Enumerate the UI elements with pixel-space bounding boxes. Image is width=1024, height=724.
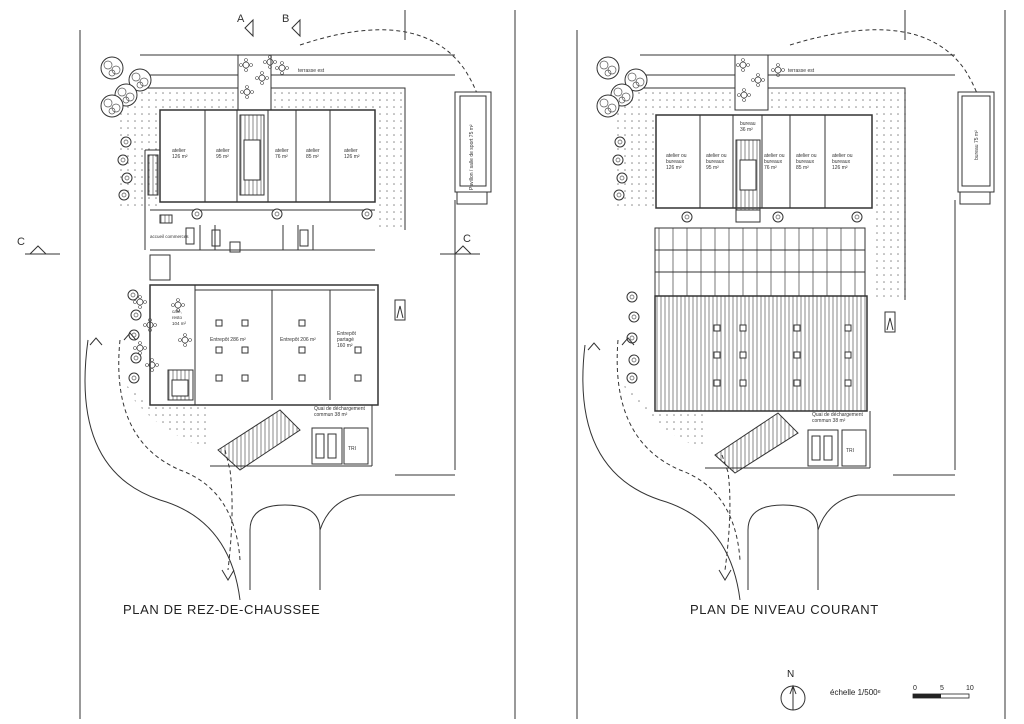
unit-label: bureaux — [764, 159, 783, 165]
unit-label: bureaux — [706, 159, 725, 165]
unit-label: atelier — [344, 148, 358, 154]
plan-title-typical: PLAN DE NIVEAU COURANT — [690, 602, 879, 617]
tri-label: TRI — [846, 448, 854, 454]
unit-area: 85 m² — [306, 154, 319, 160]
typical-floor-plan — [576, 10, 1006, 719]
section-c-label-left: C — [17, 236, 25, 248]
bureau-label: bureau — [740, 121, 756, 127]
unit-label: atelier — [172, 148, 186, 154]
unit-area: 126 m² — [666, 165, 682, 171]
section-c-label-right: C — [463, 233, 471, 245]
tri-label: TRI — [348, 446, 356, 452]
warehouse-label: Entrepôt 206 m² — [280, 337, 316, 343]
unit-area: 95 m² — [706, 165, 719, 171]
unit-area: 126 m² — [172, 154, 188, 160]
terrace-label: terrasse est — [788, 68, 815, 74]
section-b-label: B — [282, 13, 289, 25]
unit-label: atelier — [306, 148, 320, 154]
unit-label: atelier ou — [796, 153, 817, 159]
unit-area: 76 m² — [764, 165, 777, 171]
unit-area: 126 m² — [832, 165, 848, 171]
unit-label: bureaux — [832, 159, 851, 165]
terrace-label: terrasse est — [298, 68, 325, 74]
north-arrow-icon — [780, 684, 806, 711]
unit-area: 126 m² — [344, 154, 360, 160]
unit-label: atelier ou — [764, 153, 785, 159]
unit-label: atelier ou — [832, 153, 853, 159]
dock-label-2: commun 38 m² — [812, 418, 846, 424]
unit-area: 76 m² — [275, 154, 288, 160]
plan-title-ground: PLAN DE REZ-DE-CHAUSSEE — [123, 602, 321, 617]
unit-area: 85 m² — [796, 165, 809, 171]
warehouse-label: Entrepôt — [337, 331, 357, 337]
dock-label-1: Quai de déchargement — [314, 406, 365, 412]
section-a-label: A — [237, 13, 245, 25]
cafe-label-1: café, — [172, 309, 182, 314]
unit-label: bureaux — [796, 159, 815, 165]
left-plan-labels: A B C C terrasse est Pavillon / salle de… — [17, 13, 475, 452]
warehouse-area: 160 m² — [337, 343, 353, 349]
scale-tick: 5 — [940, 685, 944, 692]
cafe-label-2: resto — [172, 315, 183, 320]
unit-label: atelier ou — [706, 153, 727, 159]
scale-label: échelle 1/500ᵉ — [830, 688, 881, 697]
scale-tick: 0 — [913, 685, 917, 692]
ground-floor-plan — [25, 10, 516, 719]
right-plan-labels: terrasse est bureau 75 m² bureau 36 m² a… — [666, 68, 980, 454]
access-label: accueil commerces — [150, 234, 189, 239]
scale-bar — [912, 693, 970, 699]
warehouse-label: Entrepôt 286 m² — [210, 337, 246, 343]
unit-label: atelier ou — [666, 153, 687, 159]
unit-label: atelier — [275, 148, 289, 154]
bureau-area: 36 m² — [740, 127, 753, 133]
unit-label: bureaux — [666, 159, 685, 165]
cafe-label-3: 104 m² — [172, 321, 187, 326]
north-label: N — [787, 669, 795, 680]
dock-label-2: commun 38 m² — [314, 412, 348, 418]
dock-label-1: Quai de déchargement — [812, 412, 863, 418]
unit-label: atelier — [216, 148, 230, 154]
side-building-label: bureau 75 m² — [974, 130, 980, 160]
unit-area: 95 m² — [216, 154, 229, 160]
warehouse-label: partagé — [337, 337, 354, 343]
scale-tick: 10 — [966, 685, 974, 692]
side-building-label: Pavillon / salle de sport 75 m² — [469, 124, 475, 190]
